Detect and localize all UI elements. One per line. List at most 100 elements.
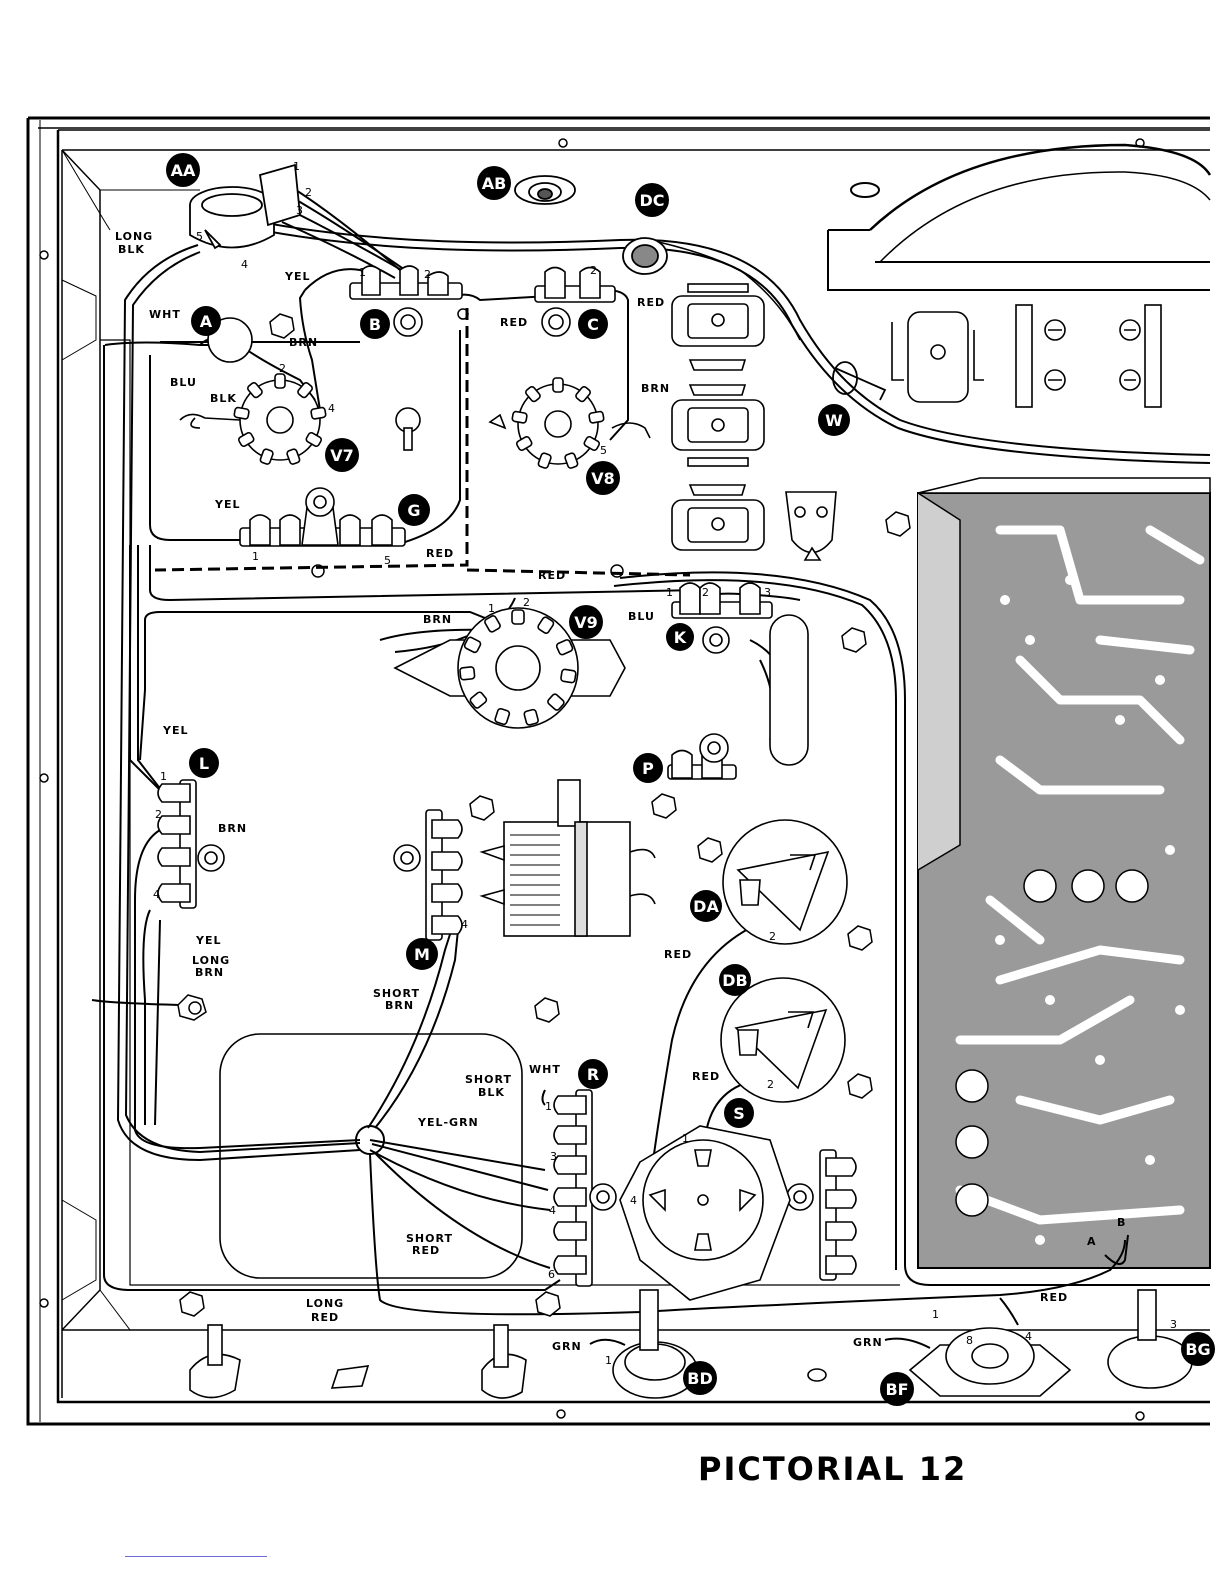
badge-V9: V9 — [569, 605, 603, 639]
svg-text:4: 4 — [630, 1194, 637, 1207]
label-yel-l: YEL — [162, 724, 189, 737]
label-blu-k: BLU — [628, 610, 655, 623]
label-red-c: RED — [637, 296, 665, 309]
terminal-strip-G — [240, 488, 405, 546]
label-red-b: RED — [500, 316, 528, 329]
svg-text:6: 6 — [548, 1268, 555, 1281]
label-grn-bd: GRN — [552, 1340, 582, 1353]
svg-text:2: 2 — [590, 264, 597, 277]
svg-text:1: 1 — [160, 770, 167, 783]
label-red-g: RED — [426, 547, 454, 560]
badge-AB: AB — [477, 166, 511, 200]
footnote-rule — [125, 1556, 267, 1557]
svg-text:1: 1 — [252, 550, 259, 563]
grommet-DC — [623, 238, 667, 274]
svg-text:3: 3 — [296, 204, 303, 217]
svg-text:V9: V9 — [574, 613, 598, 632]
svg-text:W: W — [825, 411, 843, 430]
svg-text:1: 1 — [682, 1132, 689, 1145]
badge-B: B — [360, 309, 390, 339]
control-AA — [190, 165, 300, 248]
badge-L: L — [189, 748, 219, 778]
badge-M: M — [406, 938, 438, 970]
label-brn-l: BRN — [218, 822, 247, 835]
svg-text:8: 8 — [966, 1334, 973, 1347]
svg-text:S: S — [733, 1104, 745, 1123]
label-red-da: RED — [664, 948, 692, 961]
label-yel-lower: YEL — [195, 934, 222, 947]
label-blk-a: BLK — [210, 392, 237, 405]
svg-text:L: L — [199, 754, 209, 773]
label-point-a: A — [1087, 1235, 1097, 1248]
terminal-strip-M — [394, 810, 462, 940]
badge-V7: V7 — [325, 438, 359, 472]
svg-text:2: 2 — [523, 596, 530, 609]
badge-AA: AA — [166, 153, 200, 187]
label-yel-grn: YEL-GRN — [417, 1116, 479, 1129]
meter-housing — [828, 145, 1210, 290]
svg-text:1: 1 — [545, 1100, 552, 1113]
label-long-blk: LONG — [115, 230, 153, 243]
svg-text:AA: AA — [171, 161, 196, 180]
label-long-blk-2: BLK — [118, 243, 145, 256]
terminal-strip-L — [158, 780, 224, 908]
socket-S — [620, 1126, 790, 1300]
svg-text:1: 1 — [666, 586, 673, 599]
svg-text:3: 3 — [764, 586, 771, 599]
cable-clamp-W — [833, 362, 885, 400]
svg-text:M: M — [414, 945, 430, 964]
svg-text:A: A — [200, 312, 213, 331]
terminal-strip-P — [668, 734, 736, 779]
badge-R: R — [578, 1059, 608, 1089]
label-brn-v8: BRN — [641, 382, 670, 395]
label-red-bus: RED — [538, 569, 566, 582]
label-red-bf: RED — [1040, 1291, 1068, 1304]
svg-text:4: 4 — [461, 918, 468, 931]
badge-DB: DB — [719, 964, 751, 996]
label-yel-g: YEL — [214, 498, 241, 511]
svg-text:2: 2 — [767, 1078, 774, 1091]
svg-text:BD: BD — [687, 1369, 712, 1388]
svg-text:2: 2 — [305, 186, 312, 199]
label-brn-v9: BRN — [423, 613, 452, 626]
svg-text:V8: V8 — [591, 469, 615, 488]
svg-text:DC: DC — [639, 191, 664, 210]
badge-BF: BF — [880, 1372, 914, 1406]
svg-text:2: 2 — [702, 586, 709, 599]
svg-text:DA: DA — [693, 897, 719, 916]
svg-text:3: 3 — [550, 1150, 557, 1163]
label-brn-a: BRN — [289, 336, 318, 349]
label-point-b: B — [1117, 1216, 1126, 1229]
svg-text:5: 5 — [600, 444, 607, 457]
label-wht-r: WHT — [529, 1063, 561, 1076]
terminal-strip-R — [554, 1090, 616, 1286]
label-short-brn-2: BRN — [385, 999, 414, 1012]
label-short-blk: SHORT — [465, 1073, 512, 1086]
svg-text:1: 1 — [488, 602, 495, 615]
label-long-brn-2: BRN — [195, 966, 224, 979]
svg-text:2: 2 — [769, 930, 776, 943]
label-wht-a: WHT — [149, 308, 181, 321]
svg-text:R: R — [587, 1065, 599, 1084]
svg-text:2: 2 — [279, 362, 286, 375]
terminal-strip-right-of-S — [787, 1150, 856, 1280]
svg-text:4: 4 — [1025, 1330, 1032, 1343]
svg-text:5: 5 — [384, 554, 391, 567]
diagram-caption: PICTORIAL 12 — [698, 1450, 967, 1488]
fuse-holders — [672, 284, 764, 550]
svg-text:AB: AB — [482, 174, 507, 193]
badge-C: C — [578, 309, 608, 339]
svg-text:1: 1 — [293, 160, 300, 173]
badge-S: S — [724, 1098, 754, 1128]
label-short-blk-2: BLK — [478, 1086, 505, 1099]
svg-text:2: 2 — [155, 808, 162, 821]
svg-text:4: 4 — [241, 258, 248, 271]
badge-BD: BD — [683, 1361, 717, 1395]
badge-G: G — [398, 494, 430, 526]
label-long-red: LONG — [306, 1297, 344, 1310]
badge-V8: V8 — [586, 461, 620, 495]
tube-socket-V8 — [490, 378, 650, 469]
svg-text:4: 4 — [328, 402, 335, 415]
badge-K: K — [666, 623, 694, 651]
